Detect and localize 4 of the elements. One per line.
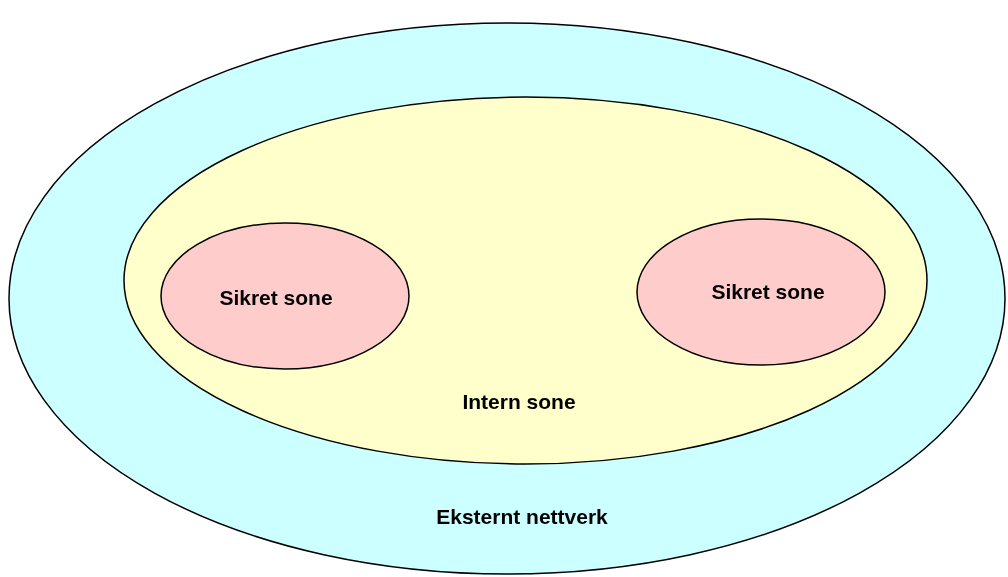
zone-label: Eksternt nettverk: [436, 505, 608, 529]
zone-label: Sikret sone: [711, 280, 825, 304]
zone-label: Intern sone: [462, 390, 576, 414]
zone-label: Sikret sone: [219, 286, 333, 310]
